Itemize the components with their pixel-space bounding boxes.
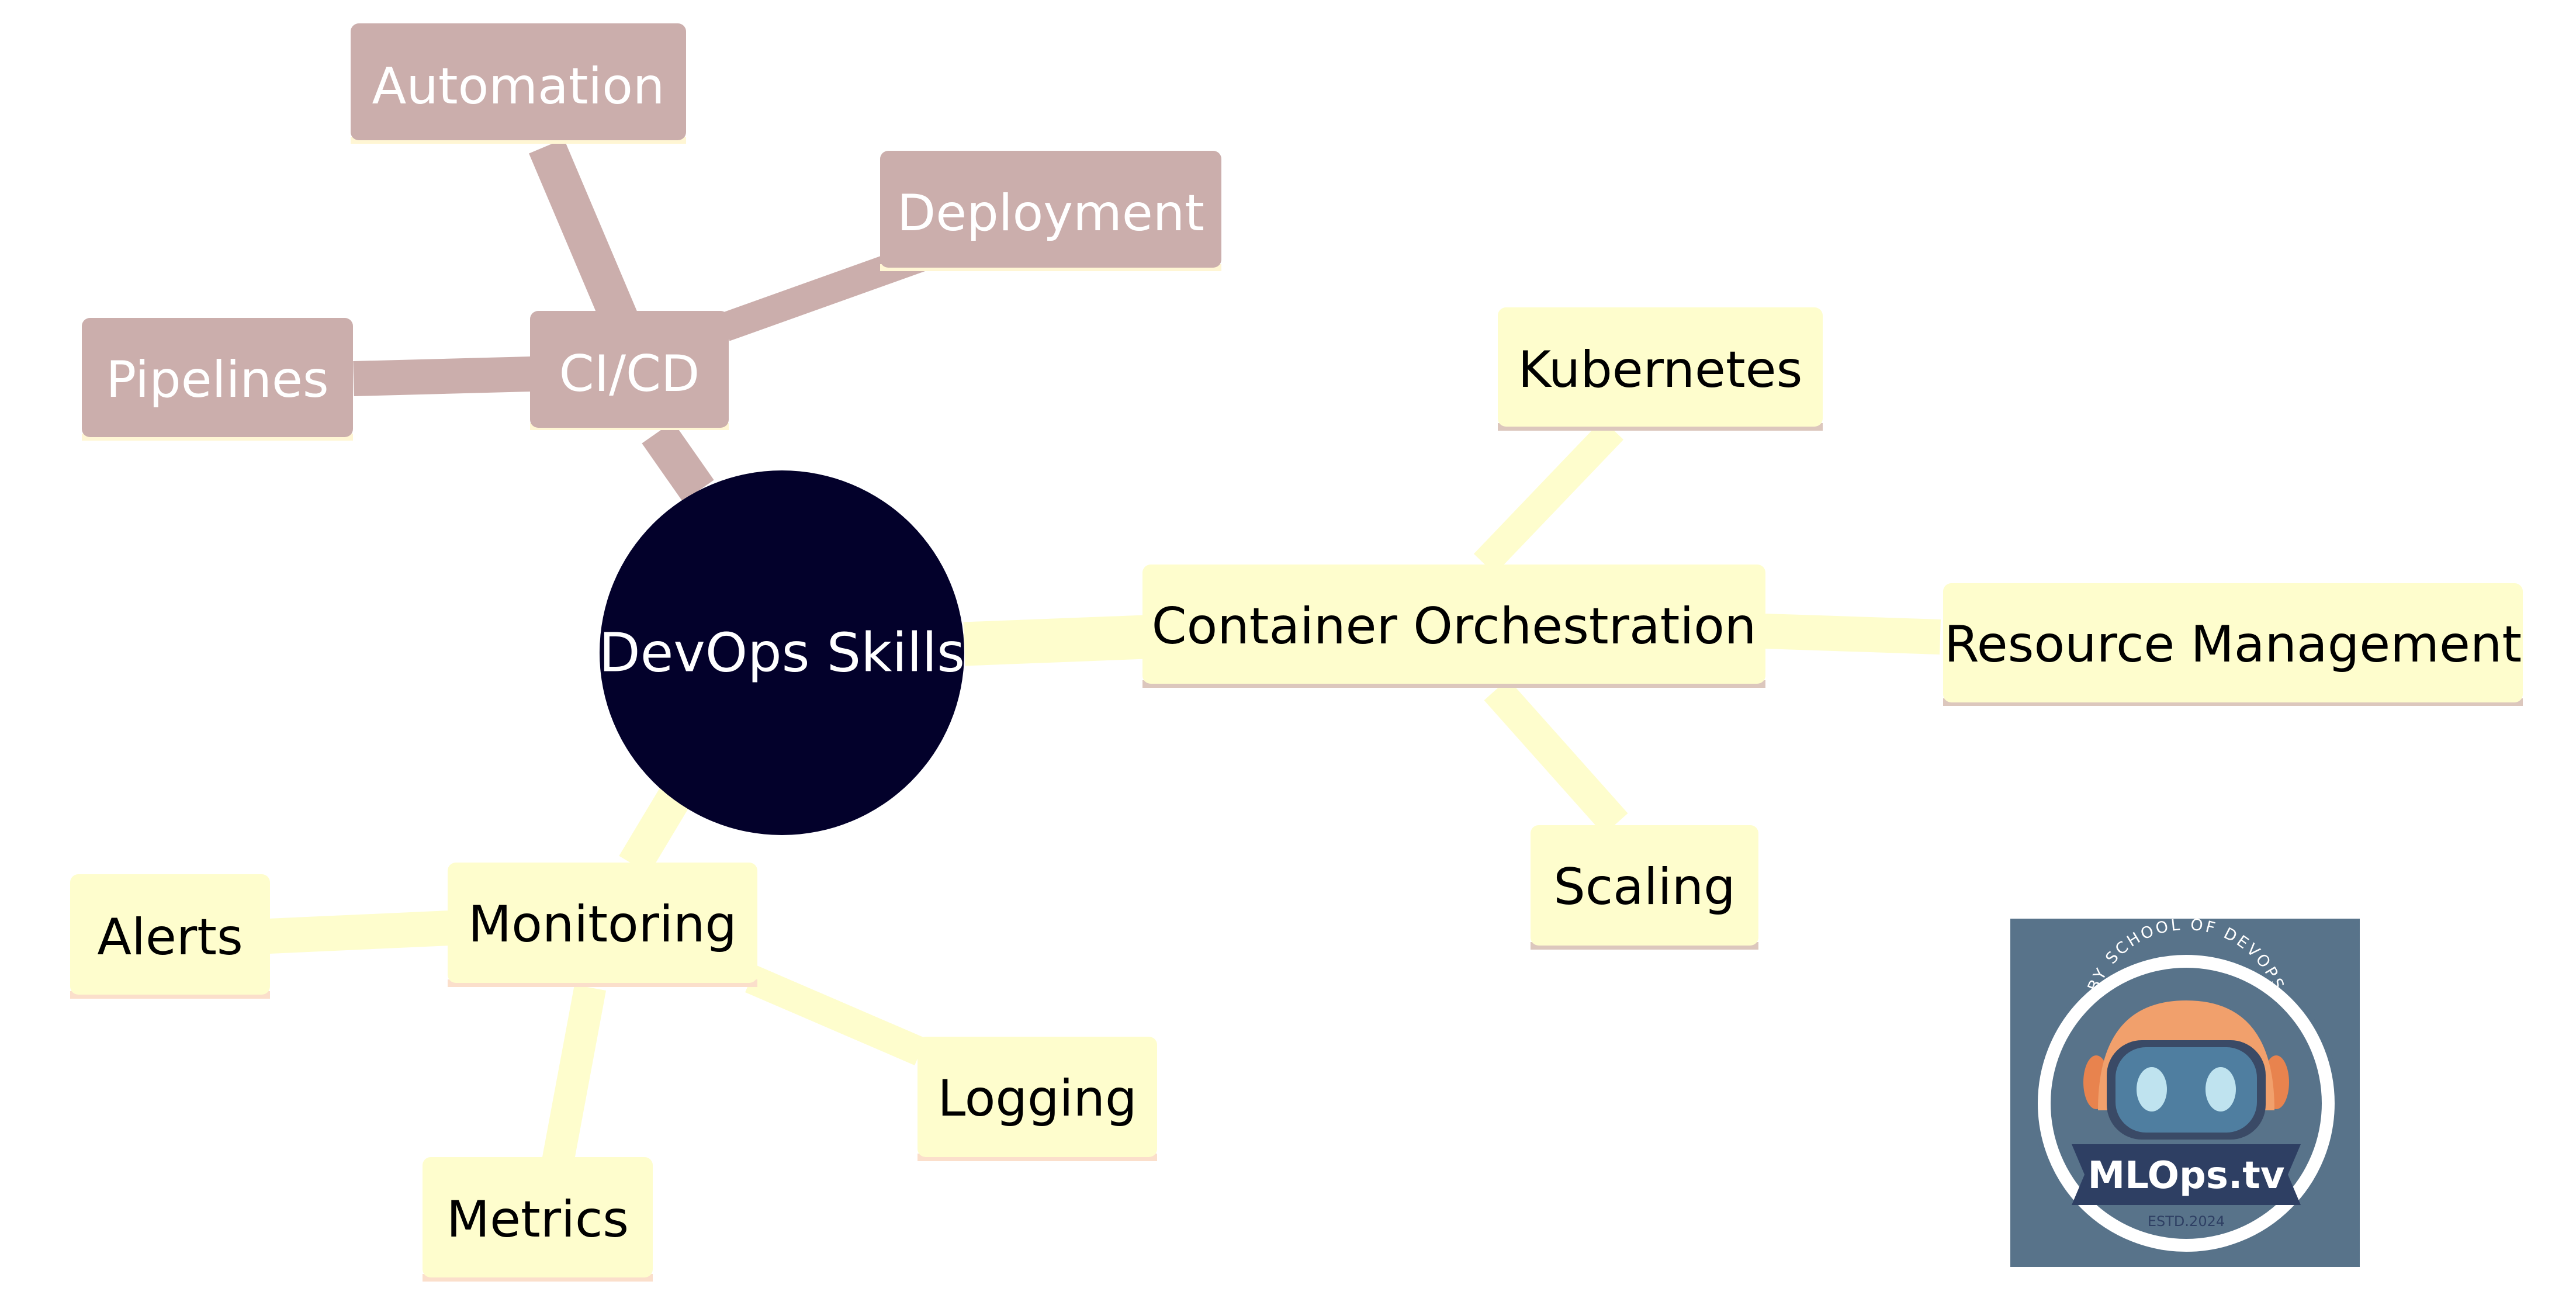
- node-monitoring-box: [448, 863, 757, 983]
- root-node[interactable]: DevOps Skills: [599, 470, 965, 835]
- node-pipelines-label: Pipelines: [106, 351, 328, 409]
- edge-monitoring-metrics: [542, 984, 607, 1164]
- node-alerts[interactable]: Alerts: [70, 874, 270, 999]
- node-scaling-box: [1531, 825, 1758, 946]
- node-monitoring-label: Monitoring: [468, 895, 737, 954]
- node-deployment[interactable]: Deployment: [880, 151, 1221, 271]
- node-alerts-box: [70, 874, 270, 995]
- edge-root-monitoring: [619, 782, 693, 874]
- node-resource-management-label: Resource Management: [1944, 615, 2522, 674]
- node-pipelines[interactable]: Pipelines: [82, 318, 353, 441]
- node-logging-label: Logging: [937, 1069, 1137, 1128]
- edge-cicd-automation: [529, 138, 637, 326]
- node-automation-box: [351, 23, 686, 140]
- node-deployment-label: Deployment: [897, 184, 1204, 243]
- node-resource-management-box: [1943, 583, 2523, 702]
- node-container-orchestration-label: Container Orchestration: [1152, 597, 1757, 656]
- node-kubernetes[interactable]: Kubernetes: [1498, 307, 1823, 431]
- logo-banner: [2072, 1144, 2301, 1205]
- node-cicd-label: CI/CD: [559, 345, 700, 403]
- logo-name: MLOps.tv: [2087, 1154, 2284, 1197]
- node-cicd[interactable]: CI/CD: [530, 311, 729, 430]
- node-resource-management[interactable]: Resource Management: [1943, 583, 2523, 706]
- node-automation-label: Automation: [372, 57, 665, 116]
- edge-container-resource: [1764, 614, 1941, 655]
- root-node-circle: [600, 470, 964, 835]
- edge-container-scaling: [1484, 678, 1628, 835]
- node-automation[interactable]: Automation: [351, 23, 686, 144]
- mlops-logo: BY SCHOOL OF DEVOPS MLOps.tv ESTD.2024: [2010, 916, 2360, 1267]
- robot-icon: [2083, 1000, 2289, 1140]
- root-node-label: DevOps Skills: [599, 622, 965, 684]
- edge-cicd-pipelines: [353, 356, 532, 396]
- edge-root-container: [963, 615, 1147, 666]
- edge-container-kubernetes: [1473, 419, 1624, 574]
- node-kubernetes-box: [1498, 307, 1823, 427]
- edge-monitoring-alerts: [268, 910, 451, 954]
- edges: [268, 138, 1941, 1164]
- node-monitoring[interactable]: Monitoring: [448, 863, 757, 987]
- node-logging[interactable]: Logging: [917, 1037, 1157, 1161]
- node-metrics[interactable]: Metrics: [423, 1157, 653, 1282]
- node-kubernetes-label: Kubernetes: [1518, 341, 1803, 399]
- node-deployment-box: [880, 151, 1221, 268]
- edge-root-cicd: [642, 421, 714, 502]
- node-scaling[interactable]: Scaling: [1531, 825, 1758, 950]
- node-cicd-box: [530, 311, 729, 428]
- edge-monitoring-logging: [745, 965, 926, 1065]
- node-metrics-box: [423, 1157, 653, 1277]
- node-alerts-label: Alerts: [97, 908, 243, 967]
- node-scaling-label: Scaling: [1553, 858, 1735, 916]
- node-container-orchestration[interactable]: Container Orchestration: [1142, 565, 1765, 688]
- node-container-orchestration-box: [1142, 565, 1765, 684]
- node-logging-box: [917, 1037, 1157, 1157]
- node-pipelines-box: [82, 318, 353, 437]
- node-metrics-label: Metrics: [446, 1190, 629, 1249]
- logo-estd: ESTD.2024: [2148, 1213, 2225, 1230]
